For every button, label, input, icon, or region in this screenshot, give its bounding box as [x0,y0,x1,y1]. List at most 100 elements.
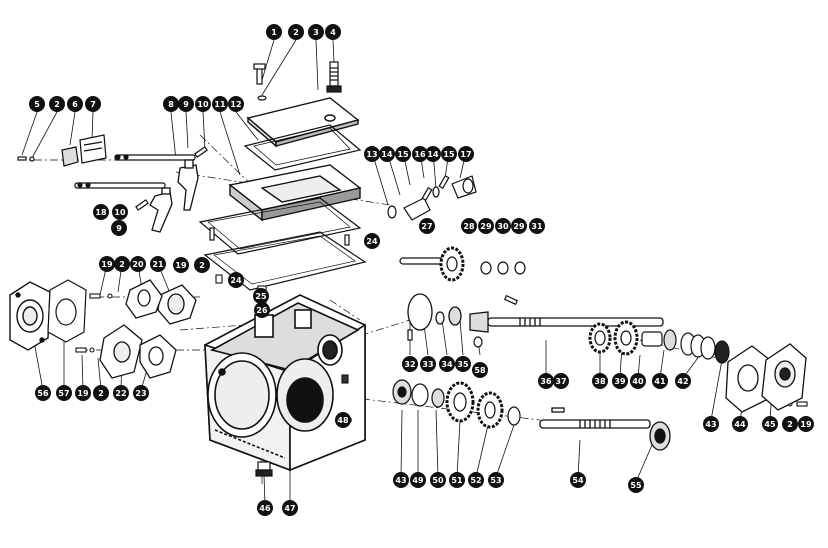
countershaft-gears [392,379,521,429]
gearbox-housing [204,294,366,472]
callout-10: 10 [195,96,211,112]
callout-number: 27 [421,222,432,231]
callout-19: 19 [173,257,189,273]
callout-number: 29 [513,222,525,231]
callout-31: 31 [529,218,545,234]
callout-14: 14 [379,146,395,162]
callout-number: 29 [480,222,492,231]
callout-1: 1 [266,24,282,40]
callout-circle [325,24,341,40]
callout-circle [75,385,91,401]
callout-number: 44 [734,420,746,429]
callout-11: 11 [212,96,228,112]
shift-forks [149,159,199,233]
callout-number: 46 [259,504,271,513]
thrust-gear-28 [399,246,526,348]
callout-number: 19 [101,260,113,269]
callout-circle [395,146,411,162]
callout-number: 31 [531,222,543,231]
callout-52: 52 [468,472,484,488]
callout-22: 22 [113,385,129,401]
callout-circle [228,272,244,288]
housing-gasket [198,197,362,255]
callout-number: 26 [256,306,268,315]
callout-50: 50 [430,472,446,488]
callout-circle [288,24,304,40]
callout-circle [762,416,778,432]
callout-circle [402,356,418,372]
callout-number: 36 [540,377,552,386]
callout-circle [133,385,149,401]
callout-27: 27 [419,218,435,234]
callout-19: 19 [99,256,115,272]
callout-41: 41 [652,373,668,389]
callout-45: 45 [762,416,778,432]
cover-bolt [253,63,267,101]
callout-circle [364,233,380,249]
callout-34: 34 [439,356,455,372]
callout-number: 14 [381,150,393,159]
callout-circle [393,472,409,488]
callout-circle [570,472,586,488]
callout-55: 55 [628,477,644,493]
interlock-parts [387,174,477,221]
callout-circle [630,373,646,389]
callout-circle [675,373,691,389]
callout-56: 56 [35,385,51,401]
top-cover-plate [246,97,360,148]
callout-circle [420,356,436,372]
callout-54: 54 [570,472,586,488]
callout-circle [130,256,146,272]
callout-2: 2 [782,416,798,432]
callout-29: 29 [511,218,527,234]
callout-circle [282,500,298,516]
callout-47: 47 [282,500,298,516]
callout-circle [49,96,65,112]
callout-number: 55 [630,481,642,490]
callout-circle [495,218,511,234]
callout-number: 39 [614,377,626,386]
callout-circle [308,24,324,40]
callout-number: 1 [271,28,277,37]
callout-number: 19 [175,261,187,270]
callout-23: 23 [133,385,149,401]
callout-circle [111,220,127,236]
callout-circle [150,256,166,272]
callout-circle [441,146,457,162]
callout-number: 19 [77,389,89,398]
callout-26: 26 [254,302,270,318]
callout-4: 4 [325,24,341,40]
callout-15: 15 [441,146,457,162]
callout-44: 44 [732,416,748,432]
callout-29: 29 [478,218,494,234]
callout-24: 24 [228,272,244,288]
callout-number: 33 [422,360,433,369]
countershaft [539,407,671,451]
callout-number: 51 [451,476,463,485]
callout-circle [449,472,465,488]
callout-number: 22 [115,389,126,398]
callout-number: 35 [457,360,469,369]
callout-circle [458,146,474,162]
callout-24: 24 [364,233,380,249]
callout-9: 9 [111,220,127,236]
callout-number: 28 [463,222,475,231]
callout-number: 20 [132,260,144,269]
callout-39: 39 [612,373,628,389]
callout-number: 50 [432,476,444,485]
callout-circle [628,477,644,493]
callout-circle [478,218,494,234]
callout-circle [468,472,484,488]
callout-number: 40 [632,377,644,386]
callout-8: 8 [163,96,179,112]
callout-33: 33 [420,356,436,372]
callout-number: 57 [58,389,69,398]
callout-circle [257,500,273,516]
drive-gear-disc [407,293,462,331]
callout-number: 10 [197,100,209,109]
callout-49: 49 [410,472,426,488]
callout-2: 2 [49,96,65,112]
callout-circle [112,204,128,220]
callout-number: 43 [395,476,406,485]
callout-number: 45 [764,420,776,429]
